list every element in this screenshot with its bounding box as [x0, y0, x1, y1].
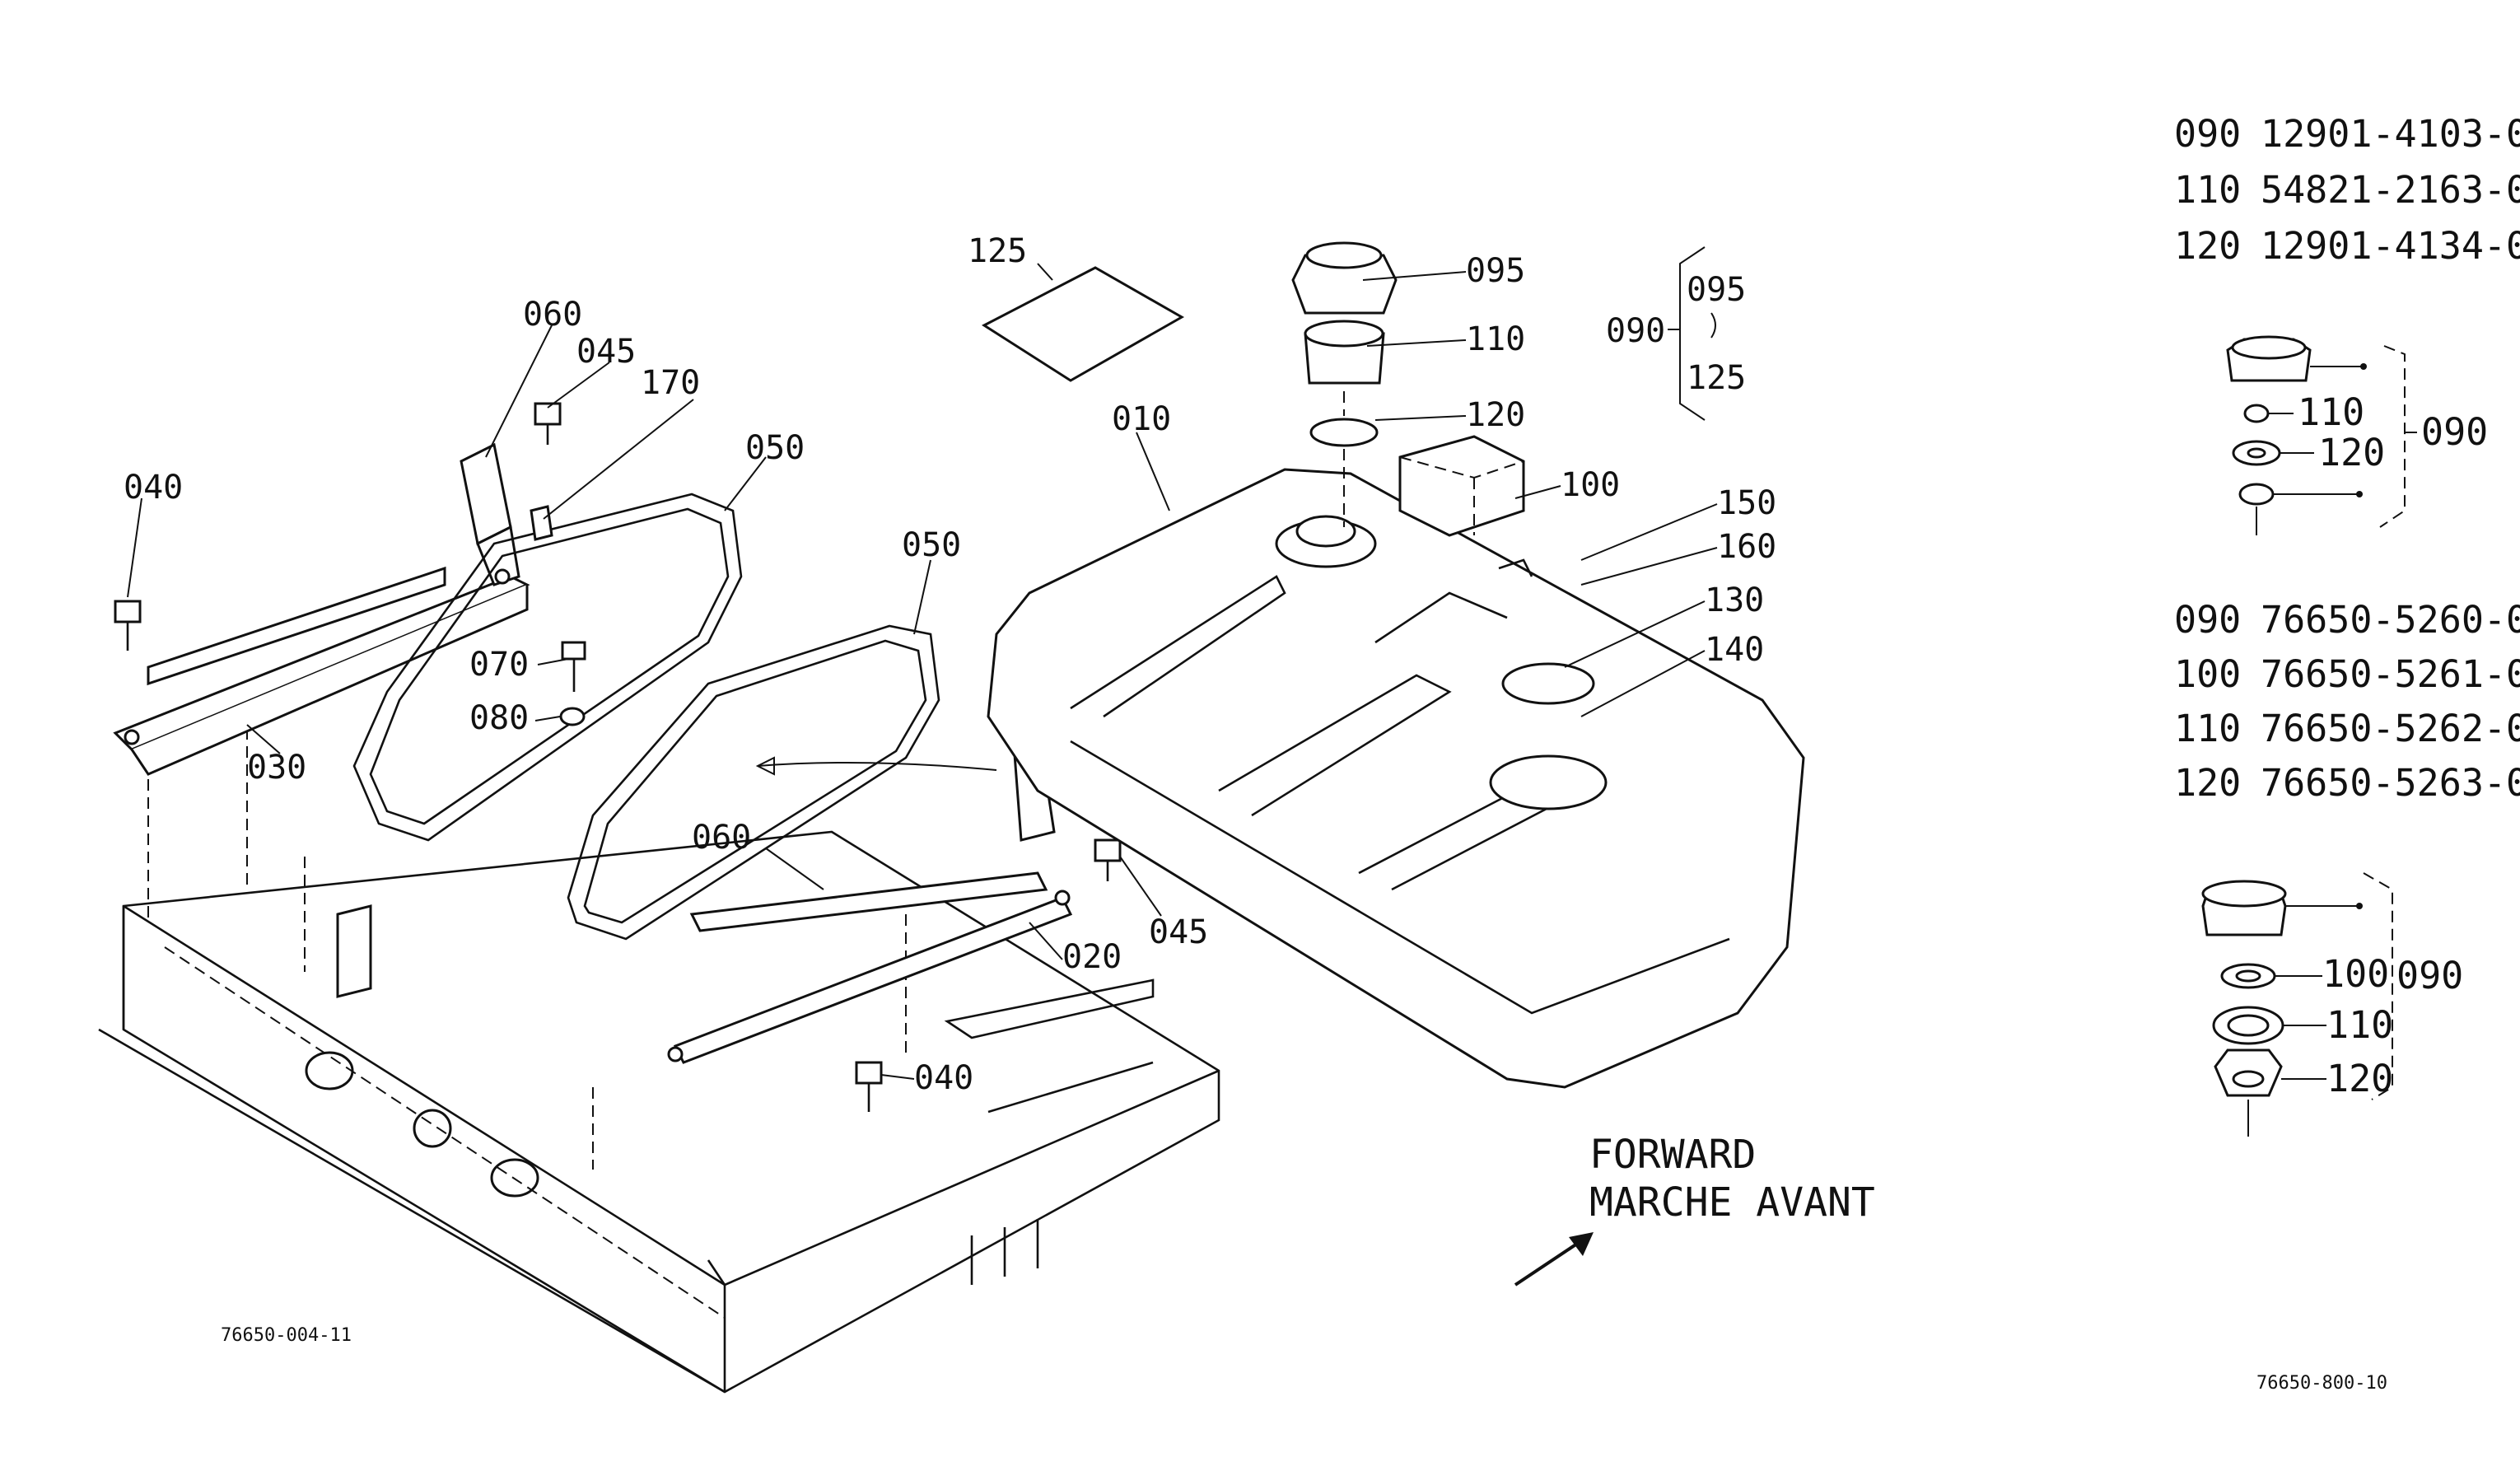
inset-cap-a: 110 120 090 [2226, 335, 2488, 535]
callout-125-group: 125 [1687, 359, 1746, 397]
machine-frame [98, 692, 1220, 1394]
callout-045-top: 045 [576, 333, 636, 371]
hardware [114, 402, 1122, 1112]
strap-050-left [352, 493, 743, 842]
callout-040-left: 040 [124, 469, 183, 507]
callout-150: 150 [1717, 484, 1776, 522]
bracket-020 [667, 723, 1073, 1064]
parts-list-b-row-1-part: 76650-5260-0 [2261, 598, 2520, 642]
parts-list-a-row-3-part: 12901-4134-0 [2261, 224, 2520, 268]
parts-list-b-row-3-part: 76650-5262-0 [2261, 707, 2520, 750]
callout-060-bottom: 060 [692, 819, 751, 857]
callout-050-right: 050 [902, 526, 961, 564]
drawing-code-right: 76650-800-10 [2256, 1373, 2387, 1394]
callout-080: 080 [469, 699, 529, 737]
inset-b-callout-110: 110 [2326, 1003, 2393, 1047]
parts-list-b-row-2-part: 76650-5261-0 [2261, 652, 2520, 696]
drawing-code-left: 76650-004-11 [221, 1325, 352, 1346]
callout-060-top: 060 [523, 296, 582, 334]
inset-cap-b: 100 110 120 090 [2201, 872, 2463, 1137]
callout-110: 110 [1466, 320, 1525, 358]
callout-090-group: 090 [1606, 312, 1665, 350]
callout-095-group: 095 [1687, 271, 1746, 309]
callout-100: 100 [1561, 466, 1620, 504]
callout-130: 130 [1705, 581, 1764, 619]
callout-140: 140 [1705, 631, 1764, 669]
parts-list-a-row-2-ref: 110 [2174, 168, 2241, 212]
callout-045-bottom: 045 [1149, 913, 1208, 951]
filler-cap-assembly [1291, 241, 1398, 527]
parts-list-a-row-1-ref: 090 [2174, 112, 2241, 156]
callout-040-right: 040 [914, 1059, 973, 1097]
parts-list-b-row-4-ref: 120 [2174, 761, 2241, 805]
decal-125 [982, 266, 1185, 382]
parts-list-a: 090 12901-4103-0 110 54821-2163-0 120 12… [2174, 112, 2520, 268]
callout-070: 070 [469, 646, 529, 684]
parts-list-a-row-2-part: 54821-2163-0 [2261, 168, 2520, 212]
strap-050-right [567, 624, 940, 941]
bracket-030 [113, 442, 530, 776]
inset-b-callout-120: 120 [2326, 1057, 2393, 1100]
parts-list-b-row-2-ref: 100 [2174, 652, 2241, 696]
fuel-tank [987, 468, 1805, 1089]
parts-list-b-row-1-ref: 090 [2174, 598, 2241, 642]
direction-indicator: FORWARD MARCHE AVANT [1514, 1132, 1875, 1287]
callout-125: 125 [968, 232, 1027, 270]
parts-list-a-row-1-part: 12901-4103-0 [2261, 112, 2520, 156]
callout-170: 170 [641, 364, 700, 402]
direction-forward: FORWARD [1589, 1132, 1756, 1178]
inset-a-callout-120: 120 [2318, 431, 2385, 474]
callout-120: 120 [1466, 396, 1525, 434]
inset-b-callout-090: 090 [2396, 954, 2463, 997]
parts-list-b-row-4-part: 76650-5263-0 [2261, 761, 2520, 805]
callout-095: 095 [1466, 252, 1525, 290]
callout-050-left: 050 [745, 429, 805, 467]
part-100 [1398, 435, 1525, 537]
parts-list-b-row-3-ref: 110 [2174, 707, 2241, 750]
callout-010: 010 [1112, 400, 1171, 438]
callouts-main: 010 020 030 040 040 045 045 050 050 060 … [124, 232, 1776, 1097]
parts-list-a-row-3-ref: 120 [2174, 224, 2241, 268]
callout-020: 020 [1062, 938, 1122, 976]
inset-b-callout-100: 100 [2322, 952, 2389, 996]
direction-marche-avant: MARCHE AVANT [1589, 1179, 1875, 1226]
callout-030: 030 [247, 749, 306, 787]
inset-a-callout-110: 110 [2298, 390, 2364, 434]
callout-160: 160 [1717, 528, 1776, 566]
inset-a-callout-090: 090 [2421, 410, 2488, 454]
parts-list-b: 090 76650-5260-0 100 76650-5261-0 110 76… [2174, 598, 2520, 805]
